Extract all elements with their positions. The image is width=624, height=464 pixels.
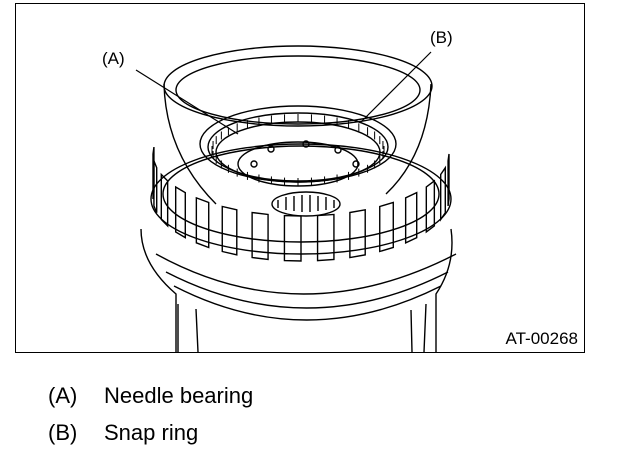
gear-tooth [316, 213, 335, 262]
clutch-drum-illustration [135, 45, 457, 353]
parts-diagram: (A) (B) AT-00268 [15, 3, 585, 353]
legend-key: (B) [48, 420, 78, 445]
drum-band-1 [165, 271, 449, 309]
gear-tooth [439, 165, 446, 222]
gear-tooth [404, 191, 418, 244]
figure-code: AT-00268 [505, 329, 578, 348]
callout-label-a: (A) [102, 49, 125, 68]
legend-text: Needle bearing [104, 383, 254, 408]
gear-teeth [152, 146, 450, 262]
needle-bearing [215, 121, 381, 183]
gear-tooth [160, 172, 169, 228]
gear-tooth [283, 214, 302, 262]
gear-tooth [425, 179, 436, 234]
legend: (A) Needle bearing (B) Snap ring [48, 385, 253, 459]
drum-outer-wall [140, 228, 453, 352]
drum-bottom-edge [155, 253, 457, 295]
legend-item: (A) Needle bearing [48, 385, 253, 422]
callout-label-b: (B) [430, 28, 453, 47]
drum-band-2 [173, 285, 442, 321]
cup-right-wall [385, 83, 432, 195]
cup-left-wall [163, 83, 217, 205]
gear-tooth [349, 209, 366, 259]
cup-rim-outer [163, 45, 433, 127]
hub-splines [277, 195, 335, 212]
leader-line-a [135, 69, 239, 135]
cup-rim-inner [175, 55, 421, 125]
hub-hole [334, 146, 342, 154]
gear-tooth [447, 153, 450, 207]
gear-tooth [152, 146, 155, 200]
hub-bore [271, 191, 341, 217]
hub-hole [302, 140, 310, 148]
hub-face [237, 141, 359, 187]
gear-tooth [221, 205, 238, 256]
gear-tooth [195, 196, 210, 249]
legend-item: (B) Snap ring [48, 422, 253, 459]
drum-lower-stripes [177, 303, 427, 353]
legend-text: Snap ring [104, 420, 199, 445]
gear-tooth [379, 201, 394, 253]
hub-hole [352, 160, 360, 168]
leader-line-b [360, 51, 432, 123]
gear-tooth [174, 185, 186, 239]
gear-tooth [251, 211, 269, 261]
hub-hole [267, 145, 275, 153]
hub-hole [250, 160, 258, 168]
needle-rollers [211, 114, 385, 186]
gear-tooth [153, 160, 158, 214]
legend-key: (A) [48, 383, 78, 408]
